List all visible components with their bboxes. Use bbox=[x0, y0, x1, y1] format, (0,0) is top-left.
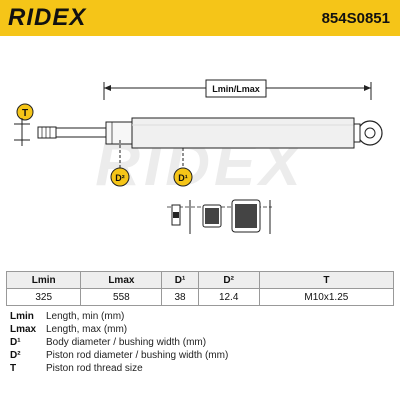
lmin-lmax-label: Lmin/Lmax bbox=[212, 84, 260, 94]
part-number: 854S0851 bbox=[321, 10, 390, 27]
shock-absorber bbox=[37, 117, 383, 149]
header-d2: D² bbox=[197, 271, 260, 289]
legend-item: Lmin Length, min (mm) bbox=[10, 310, 228, 323]
legend-abbr: T bbox=[10, 363, 17, 374]
header-bar: RIDEX 854S0851 bbox=[0, 0, 400, 36]
body-diameter-marker: D¹ bbox=[173, 148, 193, 187]
d1-label: D¹ bbox=[178, 173, 188, 183]
spec-table-row: 325 558 38 12.4 M10x1.25 bbox=[5, 288, 395, 306]
legend-item: D² Piston rod diameter / bushing width (… bbox=[10, 349, 228, 362]
thread-label: T bbox=[22, 108, 28, 119]
legend-abbr: Lmin bbox=[10, 311, 34, 322]
legend-desc: Length, min (mm) bbox=[46, 311, 125, 322]
legend-item: Lmax Length, max (mm) bbox=[10, 323, 228, 336]
legend-desc: Piston rod thread size bbox=[46, 363, 143, 374]
legend-abbr: Lmax bbox=[10, 324, 37, 335]
brand-logo: RIDEX bbox=[8, 4, 87, 31]
thread-dimension: T bbox=[14, 103, 34, 146]
technical-drawing: RIDEX Lmin/Lmax T bbox=[14, 79, 383, 234]
legend-item: T Piston rod thread size bbox=[10, 362, 228, 375]
length-dimension: Lmin/Lmax bbox=[103, 79, 372, 100]
legend-desc: Body diameter / bushing width (mm) bbox=[46, 337, 207, 348]
value-d2: 12.4 bbox=[197, 288, 260, 306]
legend-item: D¹ Body diameter / bushing width (mm) bbox=[10, 336, 228, 349]
legend-abbr: D² bbox=[10, 350, 21, 361]
legend-desc: Length, max (mm) bbox=[46, 324, 128, 335]
header-lmin: Lmin bbox=[5, 271, 82, 289]
value-t: M10x1.25 bbox=[258, 288, 395, 306]
spec-table-header: Lmin Lmax D¹ D² T bbox=[5, 271, 395, 289]
spec-table: Lmin Lmax D¹ D² T 325 558 38 12.4 M10x1.… bbox=[5, 271, 395, 306]
value-lmin: 325 bbox=[5, 288, 82, 306]
legend-abbr: D¹ bbox=[10, 337, 21, 348]
value-d1: 38 bbox=[161, 288, 199, 306]
legend: Lmin Length, min (mm) Lmax Length, max (… bbox=[10, 310, 228, 375]
d2-label: D² bbox=[115, 173, 125, 183]
bushing-parts bbox=[167, 199, 272, 234]
header-t: T bbox=[258, 271, 395, 289]
legend-desc: Piston rod diameter / bushing width (mm) bbox=[46, 350, 229, 361]
value-lmax: 558 bbox=[80, 288, 163, 306]
header-lmax: Lmax bbox=[80, 271, 163, 289]
rod-diameter-marker: D² bbox=[110, 140, 130, 187]
header-d1: D¹ bbox=[161, 271, 199, 289]
